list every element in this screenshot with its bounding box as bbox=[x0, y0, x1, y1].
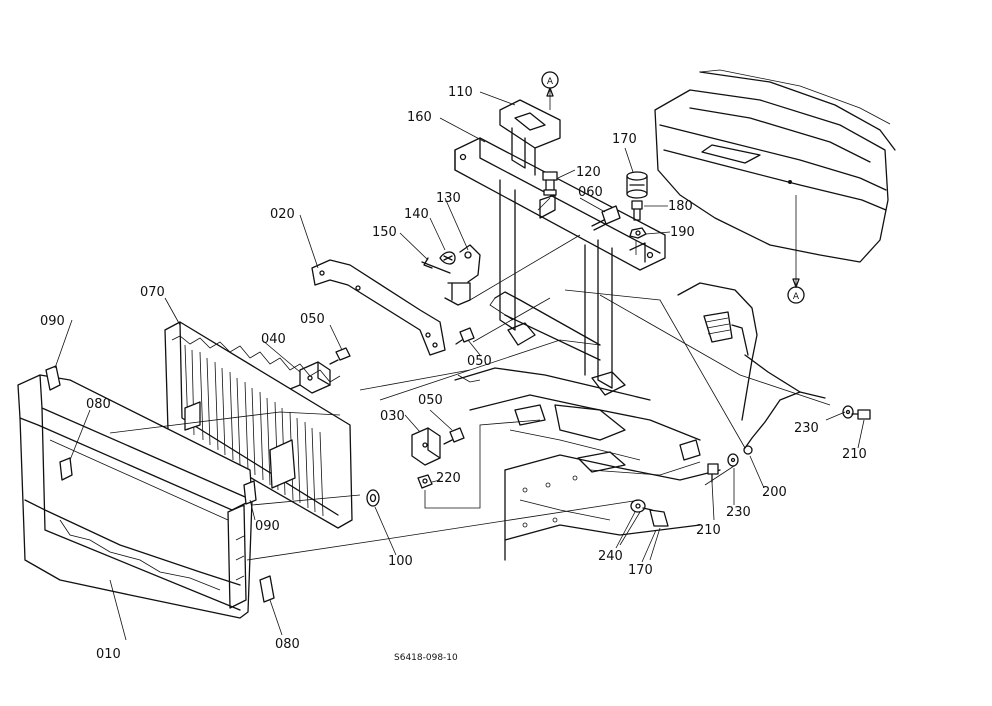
hood-mount-point bbox=[788, 180, 792, 184]
label-230-a: 230 bbox=[794, 421, 819, 436]
washer-250 bbox=[630, 499, 646, 513]
label-220-b: 210 bbox=[696, 523, 721, 538]
ref-marker-a-top: A bbox=[541, 71, 559, 97]
label-100-bottom: 090 bbox=[255, 519, 280, 534]
svg-text:A: A bbox=[547, 77, 554, 87]
svg-text:A: A bbox=[793, 292, 800, 302]
label-220-a: 210 bbox=[842, 447, 867, 462]
stay-020 bbox=[311, 259, 446, 356]
label-040: 040 bbox=[261, 332, 286, 347]
label-080: 100 bbox=[388, 554, 413, 569]
label-170: 170 bbox=[628, 563, 653, 578]
label-140: 140 bbox=[404, 207, 429, 222]
bolt-170 bbox=[642, 507, 669, 527]
label-180: 170 bbox=[612, 132, 637, 147]
upper-bracket bbox=[454, 99, 666, 271]
label-230-b: 230 bbox=[726, 505, 751, 520]
label-150: 150 bbox=[372, 225, 397, 240]
label-200: 190 bbox=[670, 225, 695, 240]
label-010: 010 bbox=[96, 647, 121, 662]
bolt-190 bbox=[631, 200, 643, 221]
label-050-c: 050 bbox=[418, 393, 443, 408]
label-050-b: 050 bbox=[467, 354, 492, 369]
nut-200 bbox=[629, 227, 647, 239]
fastener-120 bbox=[542, 171, 558, 196]
rubber-mount-180 bbox=[626, 171, 648, 199]
label-090-left: 080 bbox=[86, 397, 111, 412]
label-110: 110 bbox=[448, 85, 473, 100]
label-160: 160 bbox=[407, 110, 432, 125]
hood-outline bbox=[654, 69, 896, 263]
grille-070 bbox=[164, 321, 353, 529]
bolt-220-a bbox=[851, 409, 871, 420]
washer-080 bbox=[366, 489, 380, 507]
front-frame-010 bbox=[17, 365, 275, 619]
label-070: 070 bbox=[140, 285, 165, 300]
vertical-struts bbox=[494, 179, 626, 396]
label-020: 020 bbox=[270, 207, 295, 222]
label-130: 130 bbox=[436, 191, 461, 206]
rod-210 bbox=[743, 354, 826, 455]
label-210: 200 bbox=[762, 485, 787, 500]
washer-230-b bbox=[727, 453, 739, 467]
label-090-bottom: 080 bbox=[275, 637, 300, 652]
label-leaders bbox=[54, 91, 865, 641]
frame-chassis bbox=[454, 367, 721, 561]
label-060: 060 bbox=[578, 185, 603, 200]
label-120: 120 bbox=[576, 165, 601, 180]
latch-assembly bbox=[421, 244, 481, 306]
ref-marker-a-right: A bbox=[787, 278, 805, 304]
nut-050-stay bbox=[455, 327, 475, 345]
figure-code: S6418-098-10 bbox=[394, 653, 458, 663]
label-050-a: 050 bbox=[300, 312, 325, 327]
label-240: 220 bbox=[436, 471, 461, 486]
leader-lines bbox=[109, 88, 831, 561]
washer-230-a bbox=[842, 405, 854, 419]
part-labels: 090 080 010 080 090 020 070 040 050 050 … bbox=[40, 85, 867, 663]
label-250: 240 bbox=[598, 549, 623, 564]
bracket-030 bbox=[411, 427, 465, 489]
label-030: 030 bbox=[380, 409, 405, 424]
fastener-060 bbox=[591, 205, 621, 231]
label-100-top: 090 bbox=[40, 314, 65, 329]
label-190: 180 bbox=[668, 199, 693, 214]
